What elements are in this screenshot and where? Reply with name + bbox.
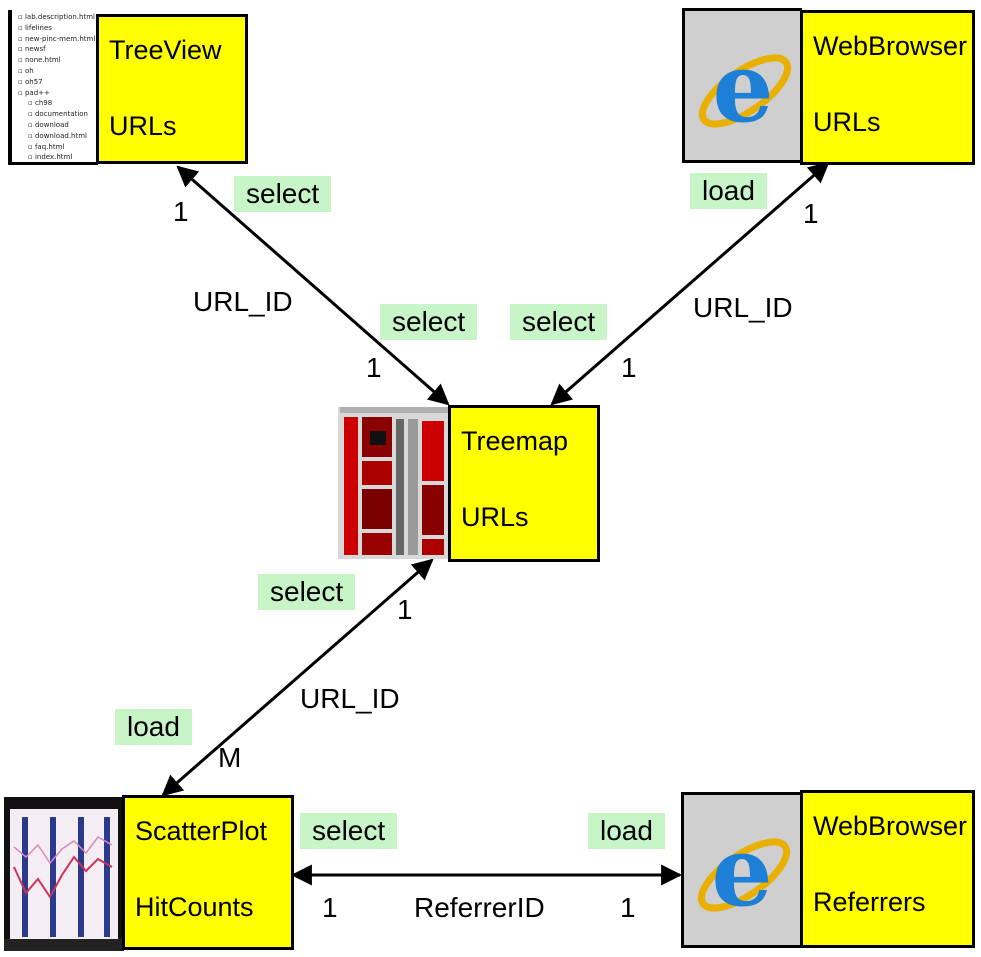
treeview-file-item: ▫ pad++ (18, 88, 50, 97)
cardinality-label: 1 (366, 352, 382, 383)
action-tag-select: select (380, 304, 478, 340)
treeview-file-item: ▫ faq.html (28, 142, 65, 151)
action-tag-select: select (258, 574, 356, 610)
treeview-file-item: ▫ ch98 (28, 99, 53, 108)
treeview-file-item: ▫ new-pinc-mem.html (18, 34, 96, 43)
key-label: URL_ID (193, 286, 293, 317)
cardinality-label: 1 (620, 892, 636, 923)
key-label: ReferrerID (414, 892, 545, 923)
cardinality-label: 1 (621, 352, 637, 383)
action-tag-select: select (510, 304, 608, 340)
node-subtitle: URLs (109, 111, 177, 141)
action-tag-select: select (234, 176, 332, 212)
svg-text:e: e (712, 31, 773, 144)
node-title: WebBrowser (813, 31, 968, 61)
treeview-file-item: ▫ download (28, 120, 69, 129)
treeview-file-item: ▫ none.html (18, 56, 61, 65)
treeview-node: TreeView URLs (96, 14, 248, 164)
action-tag-load: load (588, 813, 665, 849)
cardinality-label: 1 (322, 892, 338, 923)
cardinality-label: M (218, 742, 242, 773)
node-subtitle: URLs (813, 107, 881, 137)
node-subtitle: URLs (461, 502, 529, 532)
treeview-file-item: ▫ newsf (18, 45, 46, 54)
node-subtitle: Referrers (813, 887, 926, 917)
node-title: WebBrowser (813, 811, 968, 841)
ie-logo-icon: e (681, 792, 803, 948)
treeview-file-item: ▫ oh57 (18, 77, 43, 86)
webbrowser-referrers-node: WebBrowser Referrers (800, 790, 975, 948)
node-title: ScatterPlot (135, 816, 268, 846)
treemap-node: Treemap URLs (448, 405, 600, 562)
cardinality-label: 1 (397, 594, 413, 625)
node-title: Treemap (461, 426, 569, 456)
key-label: URL_ID (300, 683, 400, 714)
treeview-file-item: ▫ lifelines (18, 23, 52, 32)
action-tag-load: load (115, 709, 192, 745)
treeview-file-item: ▫ download.html (28, 131, 87, 140)
treemap-thumbnail (338, 407, 450, 559)
scatterplot-node: ScatterPlot HitCounts (122, 795, 294, 950)
ie-logo-icon: e (682, 8, 802, 163)
treeview-file-item: ▫ index.html (28, 153, 73, 162)
scatterplot-thumbnail (4, 797, 124, 951)
webbrowser-urls-node: WebBrowser URLs (800, 10, 975, 165)
action-tag-select: select (300, 813, 398, 849)
edge-webbrowser-treemap (550, 161, 830, 406)
node-subtitle: HitCounts (135, 892, 254, 922)
treeview-file-item: ▫ oh (18, 66, 34, 75)
cardinality-label: 1 (803, 198, 819, 229)
svg-text:e: e (711, 815, 772, 928)
treeview-file-item: ▫ documentation (28, 110, 88, 119)
edge-treemap-scatterplot (161, 558, 434, 797)
cardinality-label: 1 (173, 196, 189, 227)
treeview-file-item: ▫ lab.description.html (18, 13, 95, 21)
edge-treeview-treemap (176, 165, 450, 406)
node-title: TreeView (109, 35, 222, 65)
key-label: URL_ID (693, 292, 793, 323)
treeview-file-item: ▫ javapad.html (18, 163, 98, 165)
treeview-file-list: ▫ lab.description.html ▫ lifelines ▫ new-p… (12, 10, 98, 165)
treeview-thumbnail: ▫ lab.description.html ▫ lifelines ▫ new-p… (8, 10, 98, 165)
action-tag-load: load (690, 173, 767, 209)
